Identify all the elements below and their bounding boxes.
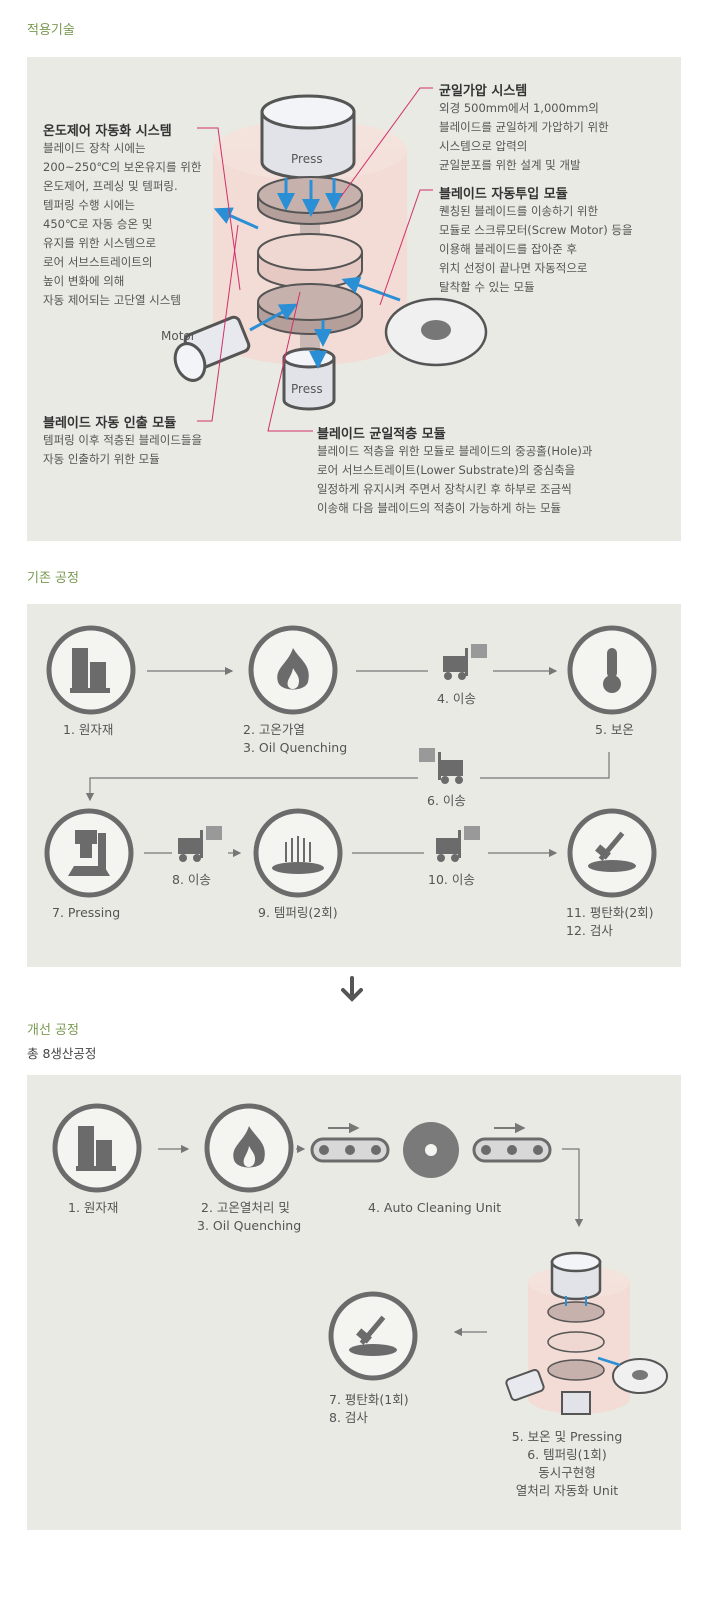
pressure-arrows <box>213 178 401 369</box>
imp-step-7: 7. 평탄화(1회) <box>329 1392 409 1407</box>
uniform-stack-title: 블레이드 균일적층 모듈 <box>317 427 446 442</box>
forklift-icon-6 <box>419 748 463 784</box>
section-title-improved: 개선 공정 <box>27 1023 79 1038</box>
ex-step-12: 12. 검사 <box>566 923 613 938</box>
ex-step-4: 4. 이송 <box>437 691 476 706</box>
imp-step-6: 6. 템퍼링(1회) <box>527 1447 607 1462</box>
ex-step-10: 10. 이송 <box>428 872 475 887</box>
imp-step-8: 8. 검사 <box>329 1410 368 1425</box>
motor-label: Motor <box>161 329 196 343</box>
automation-unit-illustration <box>505 1251 668 1415</box>
temp-control-title: 온도제어 자동화 시스템 <box>43 124 172 139</box>
imp-step-3: 3. Oil Quenching <box>197 1218 302 1233</box>
auto-feed-title: 블레이드 자동투입 모듈 <box>439 187 568 202</box>
ex-step-9: 9. 템퍼링(2회) <box>258 905 338 920</box>
ex-step-5: 5. 보온 <box>595 722 634 737</box>
forklift-icon-8 <box>178 826 222 862</box>
ex-step-1: 1. 원자재 <box>63 722 114 737</box>
imp-circle-heat-treatment <box>204 1103 294 1193</box>
ex-step-3: 3. Oil Quenching <box>243 740 348 755</box>
existing-flow <box>44 625 657 1002</box>
auto-eject-title: 블레이드 자동 인출 모듈 <box>43 416 177 431</box>
conveyor-icon-2 <box>472 1122 552 1163</box>
ex-step-6: 6. 이송 <box>427 793 466 808</box>
imp-step-5: 5. 보온 및 Pressing <box>511 1429 623 1444</box>
imp-step-2: 2. 고온열처리 및 <box>201 1200 290 1215</box>
conveyor-icon-1 <box>310 1122 390 1163</box>
improved-flow <box>52 1103 668 1415</box>
cleaning-disc-icon <box>403 1122 459 1178</box>
top-press <box>260 94 356 180</box>
flame-icon <box>277 648 309 690</box>
press-machine-icon <box>68 830 110 876</box>
uniform-pressure-title: 균일가압 시스템 <box>439 84 528 99</box>
press-top-label: Press <box>291 152 323 166</box>
ex-step-8: 8. 이송 <box>172 872 211 887</box>
imp-circle-flattening <box>328 1291 418 1381</box>
ex-step-11: 11. 평탄화(2회) <box>566 905 654 920</box>
press-bottom-label: Press <box>291 382 323 396</box>
section-title-applied: 적용기술 <box>27 23 75 38</box>
imp-flatten-icon <box>349 1315 397 1356</box>
boxes-icon <box>70 648 110 693</box>
circle-flattening <box>567 808 657 898</box>
disc-2 <box>257 233 363 289</box>
motor <box>173 315 251 382</box>
flatten-icon <box>588 831 636 872</box>
section-title-existing: 기존 공정 <box>27 571 79 586</box>
imp-step-6-unit: 열처리 자동화 Unit <box>515 1483 619 1498</box>
imp-boxes-icon <box>76 1126 116 1171</box>
imp-step-6-sub: 동시구현형 <box>538 1465 596 1480</box>
circle-heating <box>248 625 338 715</box>
leader-lines <box>197 87 433 432</box>
forklift-icon-4 <box>443 644 487 680</box>
down-arrow-icon <box>341 976 363 1002</box>
imp-step-4: 4. Auto Cleaning Unit <box>368 1200 502 1215</box>
feed-blade <box>384 297 488 367</box>
tempering-icon <box>272 836 324 874</box>
imp-step-1: 1. 원자재 <box>68 1200 119 1215</box>
ex-step-7: 7. Pressing <box>52 905 121 920</box>
forklift-icon-10 <box>436 826 480 862</box>
machine-illustration <box>173 87 488 432</box>
imp-flame-icon <box>233 1126 265 1168</box>
thermometer-icon <box>603 648 621 693</box>
ex-step-2: 2. 고온가열 <box>243 722 305 737</box>
improved-subtitle: 총 8생산공정 <box>27 1046 97 1061</box>
